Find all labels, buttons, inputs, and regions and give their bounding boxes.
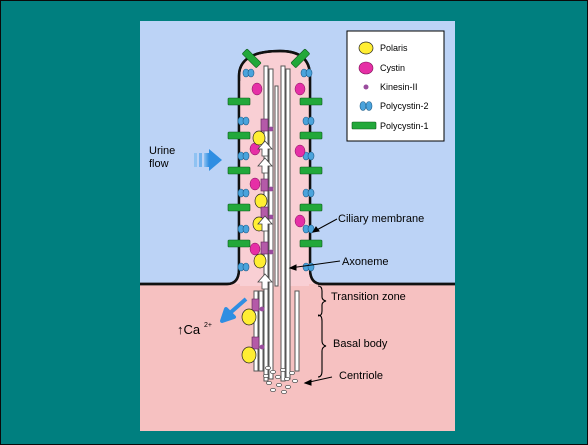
label-transition-zone: Transition zone (331, 291, 406, 303)
urine-flow-label-2: flow (149, 158, 169, 170)
label-ciliary-membrane: Ciliary membrane (338, 213, 424, 225)
polaris-swatch (359, 42, 373, 54)
calcium-label: ↑Ca (177, 322, 201, 337)
urine-flow-label-1: Urine (149, 145, 175, 157)
polycystin-2-swatch-b (366, 102, 372, 111)
kinesin-swatch (364, 85, 369, 90)
cilium-diagram: Urine flow ↑Ca 2+ Ciliary membrane Axone… (140, 21, 455, 431)
label-axoneme: Axoneme (342, 256, 388, 268)
legend-label-kinesin: Kinesin-II (380, 82, 418, 92)
legend-label-cystin: Cystin (380, 63, 405, 73)
legend-polaris: Polaris (359, 42, 408, 54)
legend: Polaris Cystin Kinesin-II Polycystin-2 P… (347, 31, 444, 141)
legend-label-polycystin-2: Polycystin-2 (380, 101, 429, 111)
legend-polycystin-2: Polycystin-2 (360, 101, 429, 111)
calcium-superscript: 2+ (204, 322, 212, 329)
label-basal-body: Basal body (333, 338, 388, 350)
legend-label-polaris: Polaris (380, 43, 408, 53)
legend-label-polycystin-1: Polycystin-1 (380, 121, 429, 131)
polycystin-1-swatch (352, 122, 376, 129)
label-centriole: Centriole (339, 370, 383, 382)
polycystin-2-swatch-a (360, 102, 366, 111)
cystin-swatch (359, 62, 373, 74)
legend-cystin: Cystin (359, 62, 405, 74)
